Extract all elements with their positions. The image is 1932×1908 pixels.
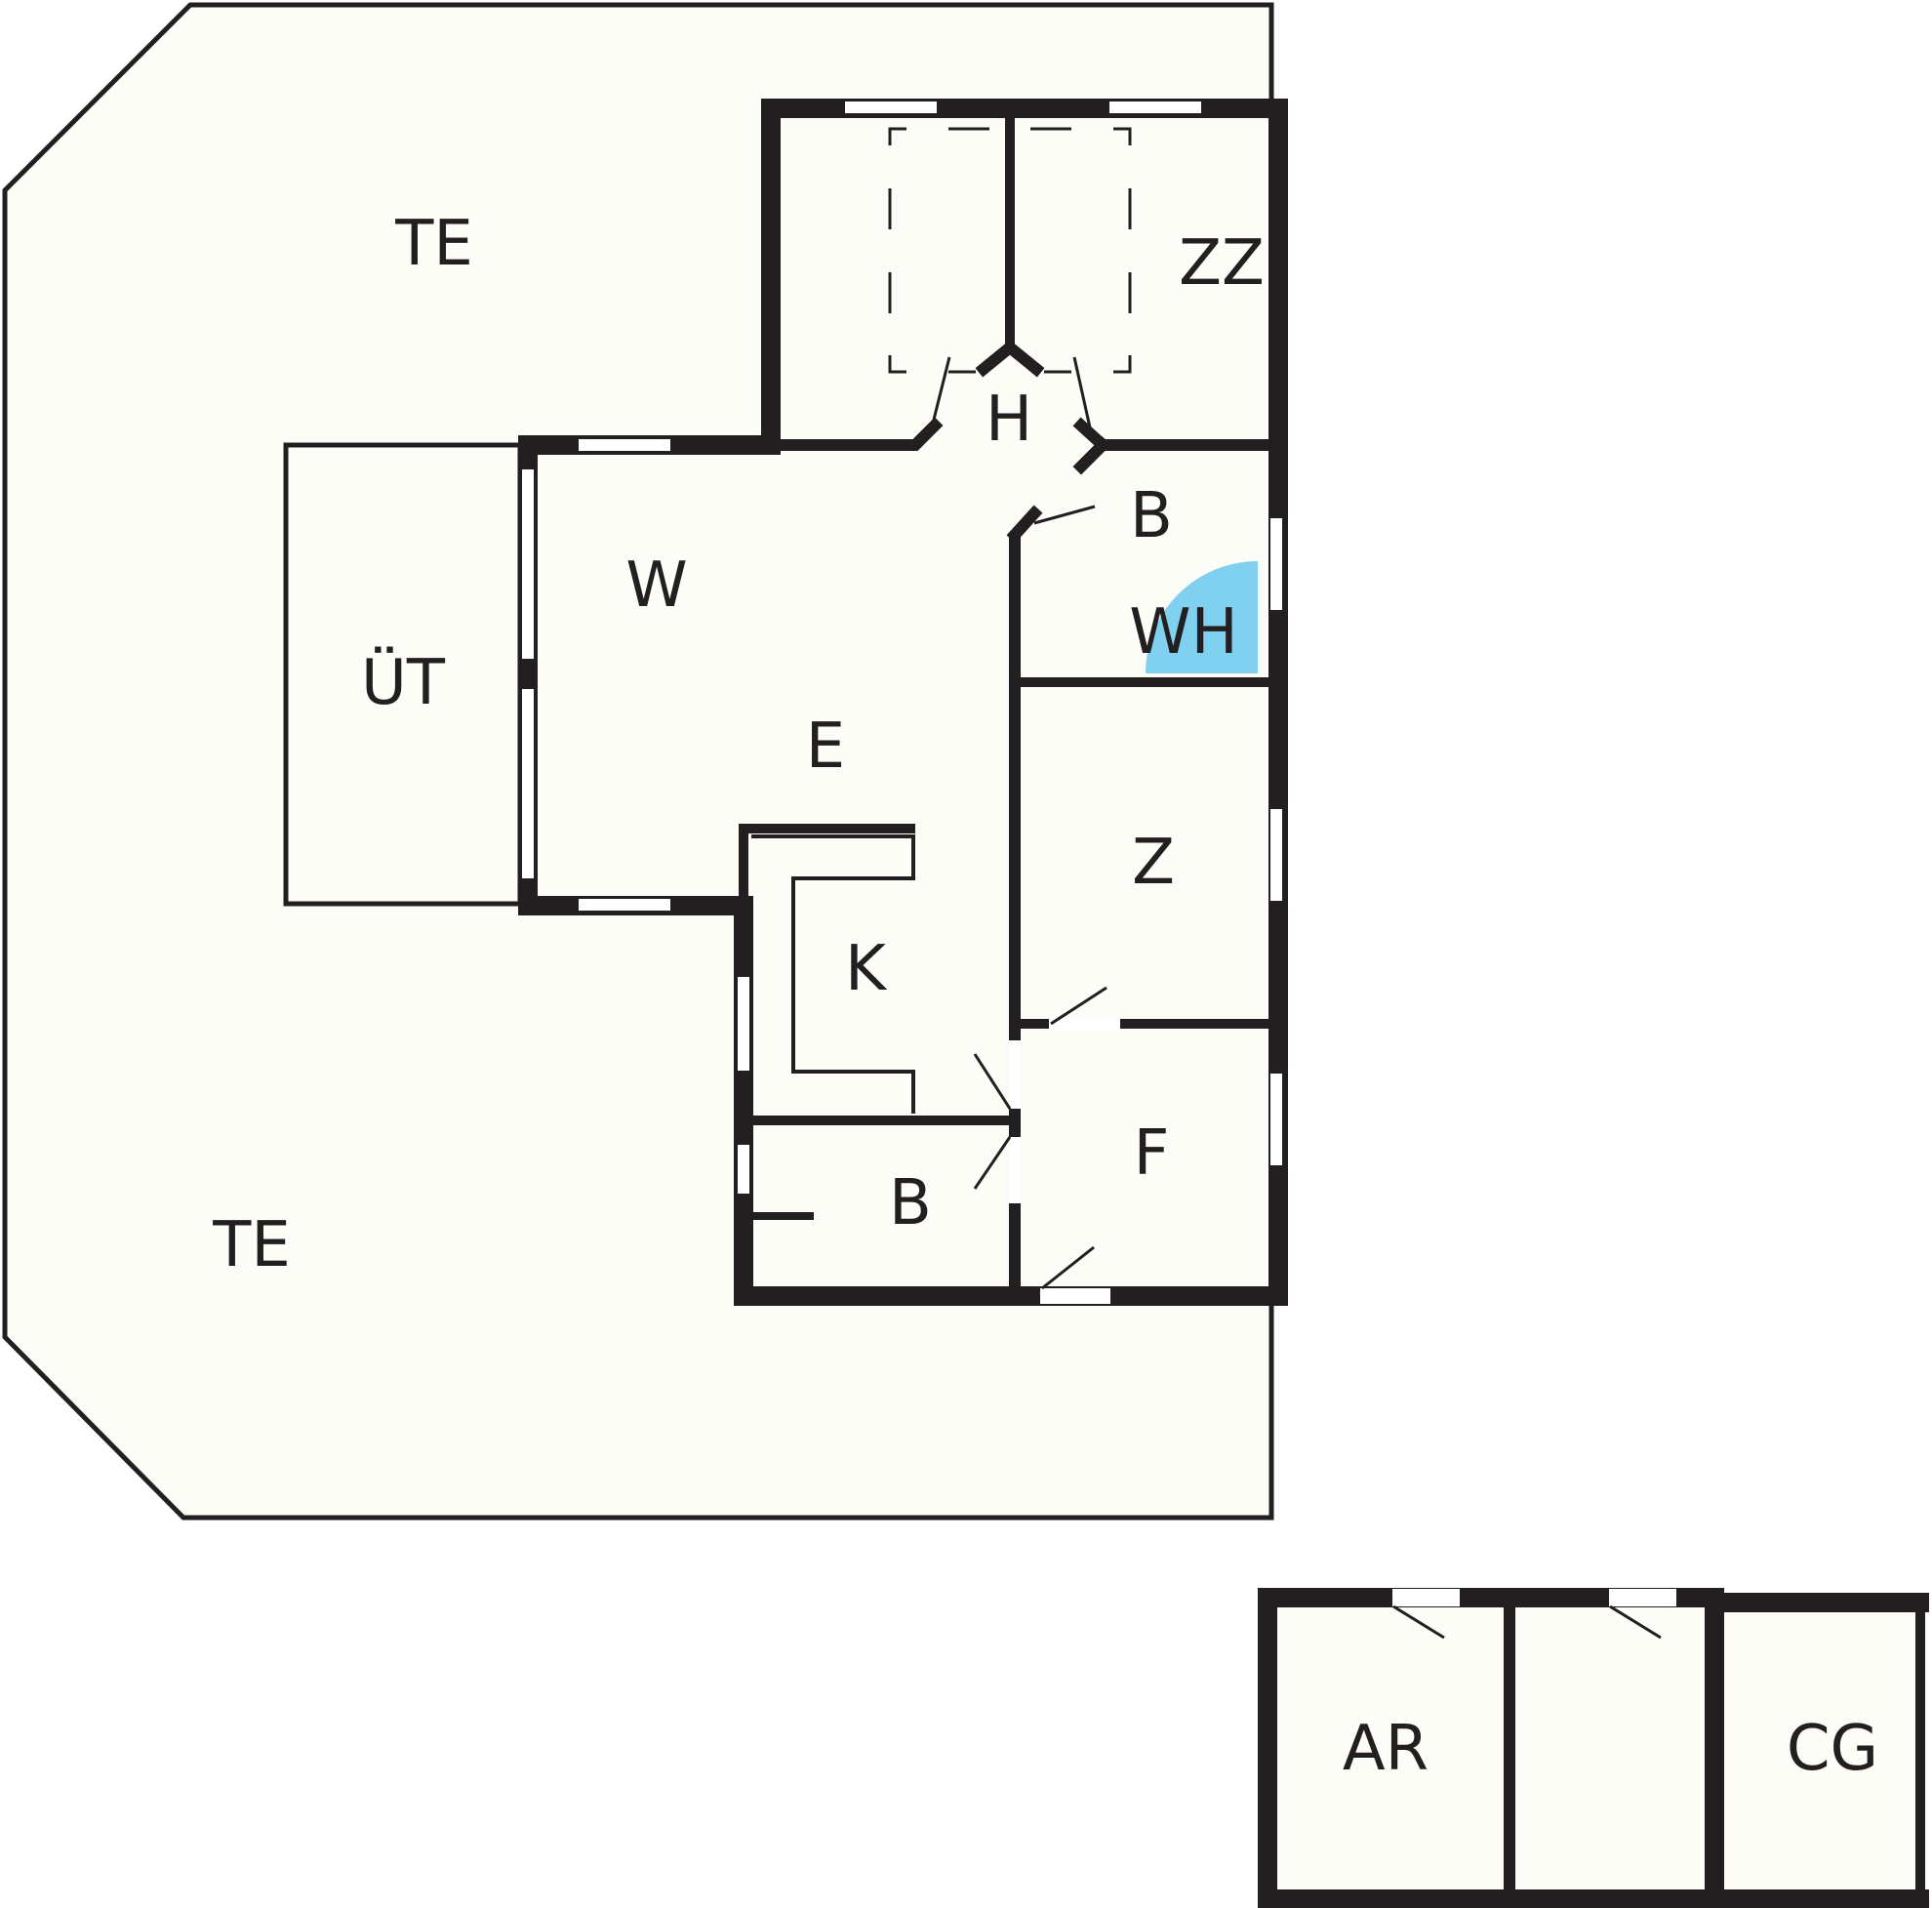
windows (520, 100, 1284, 1196)
label-hallway: F (1134, 1117, 1170, 1190)
covered-terrace (283, 442, 523, 907)
label-wc-shower: WH (1129, 596, 1237, 669)
label-hall: H (986, 384, 1032, 456)
kitchen-counter (751, 834, 915, 1114)
label-bath-upper: B (1130, 480, 1173, 552)
label-terrace-bottom: TE (212, 1209, 291, 1281)
label-room: Z (1132, 827, 1175, 899)
shower-fixture (1146, 561, 1258, 673)
label-bath-lower: B (889, 1167, 932, 1239)
label-terrace-top: TE (394, 208, 473, 280)
label-storage: AR (1343, 1713, 1429, 1785)
label-living: W (625, 549, 687, 622)
label-bedroom-double: ZZ (1179, 227, 1265, 300)
outbuilding (1258, 1588, 1929, 1908)
doors (930, 356, 1120, 1304)
bed-outline (888, 127, 1132, 374)
label-kitchen: K (845, 933, 888, 1005)
interior-walls (739, 103, 1284, 1302)
label-garage: CG (1787, 1713, 1878, 1785)
label-dining: E (806, 710, 845, 783)
label-covered-terrace: ÜT (361, 646, 446, 719)
